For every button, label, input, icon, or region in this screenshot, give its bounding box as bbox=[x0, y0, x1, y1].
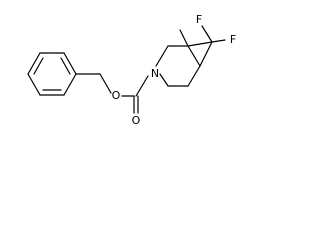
benzene-double-bond-b bbox=[60, 57, 71, 75]
ester-oxygen-label: O bbox=[112, 89, 121, 102]
benzene-bond-3 bbox=[63, 52, 77, 75]
piperidine-ring bbox=[155, 45, 201, 87]
fluorine-label-top: F bbox=[196, 13, 202, 26]
fluorine-label-right: F bbox=[230, 33, 236, 46]
fluorine-bond-top bbox=[201, 25, 213, 43]
benzene-bond-6 bbox=[27, 73, 41, 96]
ring-bond-n-c2 bbox=[155, 45, 169, 67]
cyclopropane-bond-2 bbox=[199, 41, 213, 67]
chemical-structure-diagram: F F O O N bbox=[27, 13, 236, 127]
carbamate-group bbox=[133, 75, 149, 114]
benzene-bond-1 bbox=[27, 52, 41, 75]
benzyl-linker bbox=[75, 73, 135, 97]
ch2-to-oxygen-bond bbox=[99, 73, 112, 94]
carbonyl-to-nitrogen-bond bbox=[135, 75, 149, 97]
ring-bond-c1-c7 bbox=[187, 45, 201, 67]
fluorine-bond-right bbox=[211, 39, 226, 43]
ring-nitrogen-label: N bbox=[151, 67, 159, 80]
benzene-bond-4 bbox=[63, 73, 77, 96]
benzene-double-bond-a bbox=[33, 57, 44, 75]
carbonyl-oxygen-label: O bbox=[132, 114, 141, 127]
ring-bond-c5-n bbox=[159, 73, 169, 87]
benzene-ring bbox=[27, 52, 77, 96]
cyclopropane-ring bbox=[187, 41, 213, 67]
methyl-bond bbox=[179, 29, 189, 47]
cyclopropane-bond-1 bbox=[187, 41, 213, 47]
ring-bond-c7-c6 bbox=[187, 65, 201, 87]
